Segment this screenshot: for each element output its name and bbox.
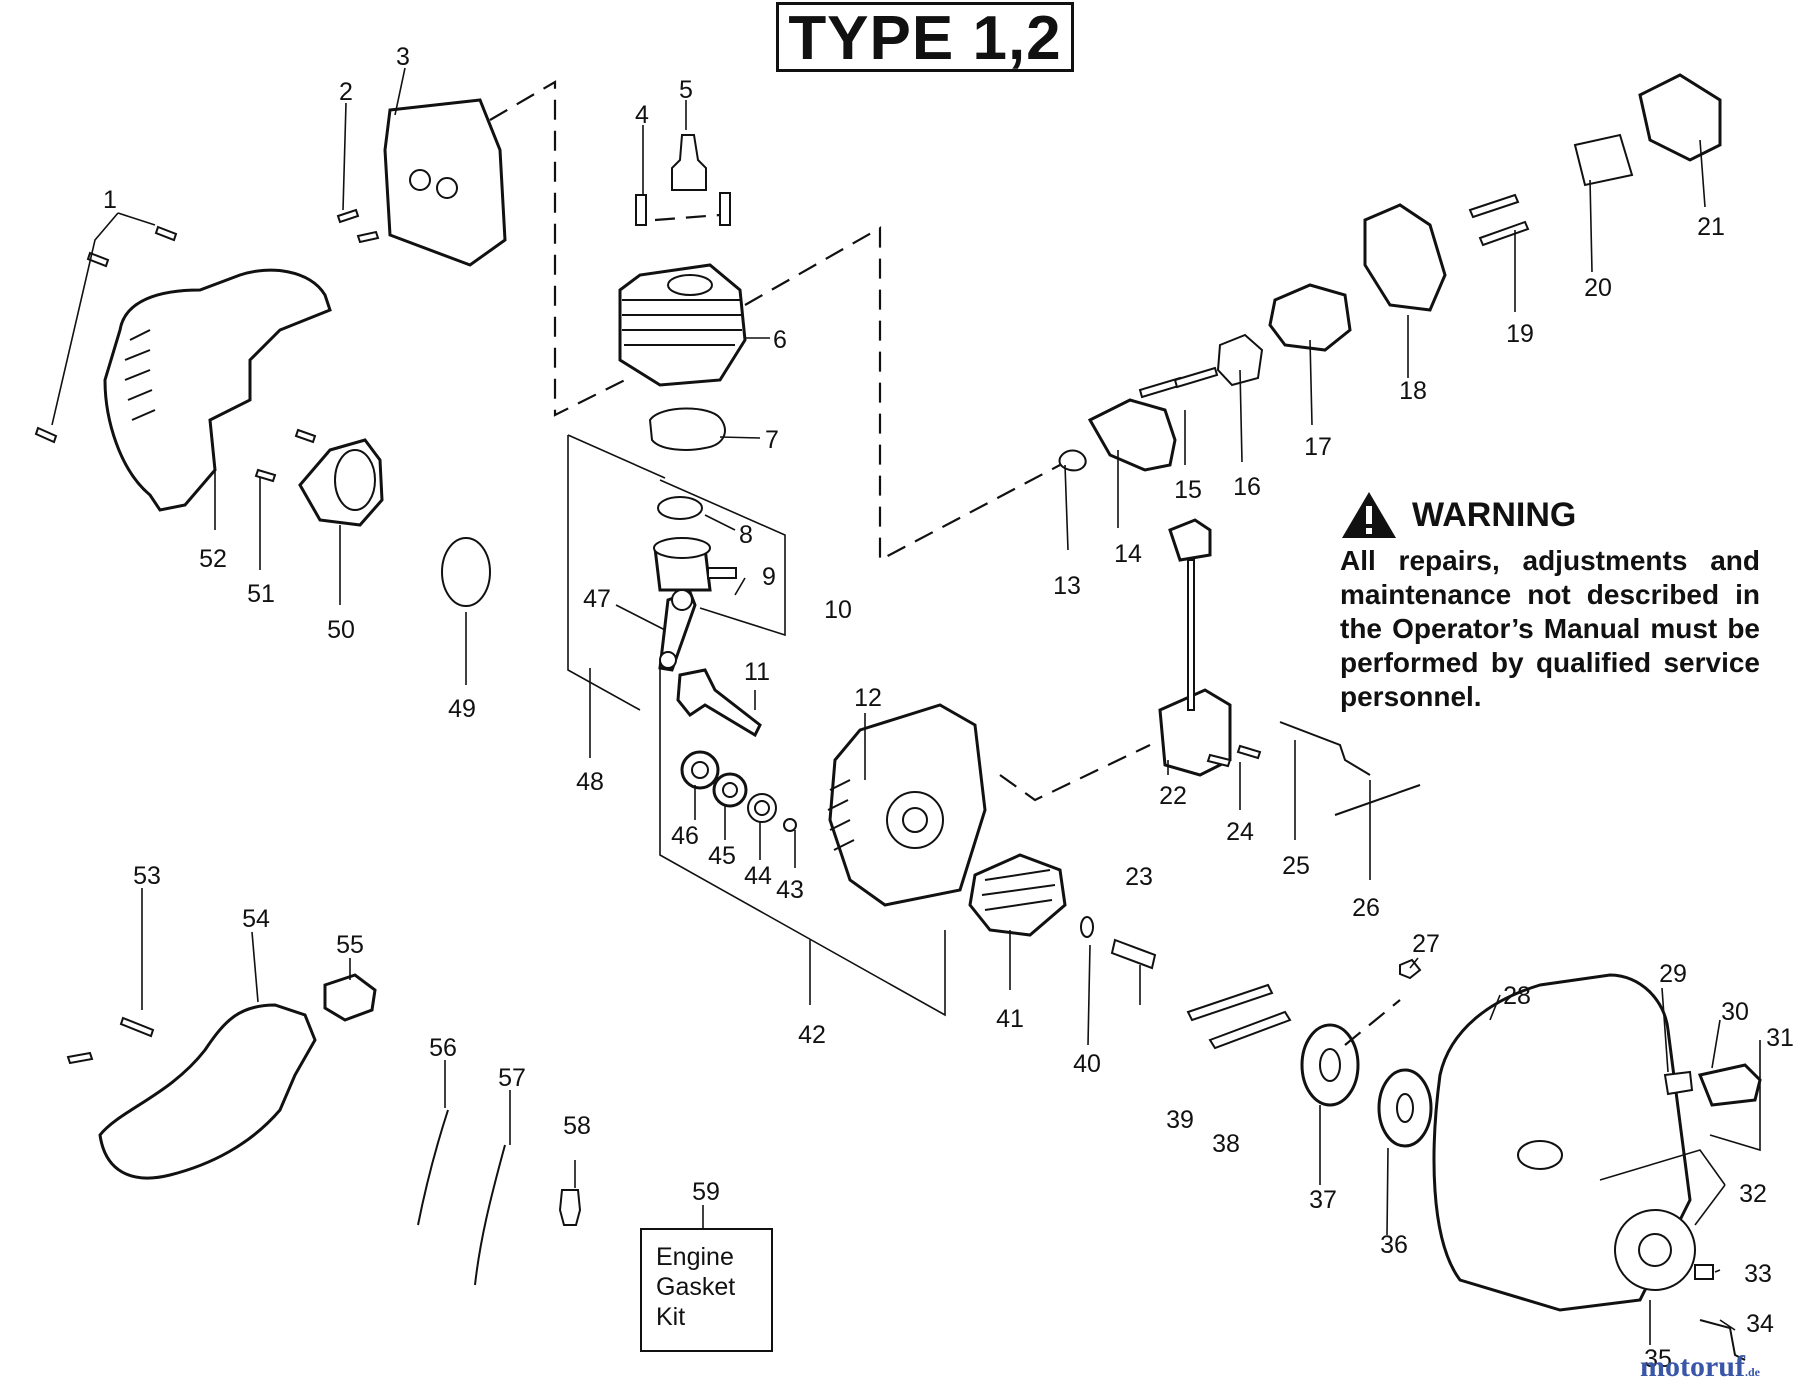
spark-plug-drawing <box>671 134 707 191</box>
warning-text: All repairs, adjustments and maintenance… <box>1340 545 1760 712</box>
warning-triangle-icon <box>1342 492 1396 538</box>
cylinder-gasket-drawing <box>648 407 726 451</box>
part-number-50: 50 <box>327 616 355 644</box>
part-number-39: 39 <box>1166 1106 1194 1134</box>
part-number-38: 38 <box>1212 1130 1240 1158</box>
type-title-box: TYPE 1,2 <box>776 2 1074 72</box>
part-number-14: 14 <box>1114 540 1142 568</box>
part-drawings <box>34 73 1762 1361</box>
part-number-52: 52 <box>199 545 227 573</box>
watermark-text: motoruf <box>1640 1350 1745 1383</box>
part-number-20: 20 <box>1584 274 1612 302</box>
watermark-suffix: .de <box>1744 1365 1760 1379</box>
part-number-44: 44 <box>744 862 772 890</box>
part-number-23: 23 <box>1125 863 1153 891</box>
air-box-drawing <box>1363 203 1447 312</box>
cylinder-drawing <box>618 263 747 387</box>
nut-drawing <box>323 973 377 1022</box>
crankshaft-drawing <box>676 668 762 738</box>
part-number-37: 37 <box>1309 1186 1337 1214</box>
part-number-59: 59 <box>692 1178 720 1206</box>
air-filter-drawing <box>1573 133 1634 187</box>
carb-gasket-drawing <box>1216 333 1264 387</box>
part-number-41: 41 <box>996 1005 1024 1033</box>
part-number-33: 33 <box>1744 1260 1772 1288</box>
kit-line-3: Kit <box>656 1303 686 1331</box>
part-number-48: 48 <box>576 768 604 796</box>
kit-line-1: Engine <box>656 1243 734 1271</box>
part-number-10: 10 <box>824 596 852 624</box>
part-number-13: 13 <box>1053 572 1081 600</box>
part-number-34: 34 <box>1746 1310 1774 1338</box>
warning-notice: WARNING All repairs, adjustments and mai… <box>1340 490 1760 714</box>
part-number-43: 43 <box>776 876 804 904</box>
part-number-19: 19 <box>1506 320 1534 348</box>
engine-gasket-kit-box: Engine Gasket Kit <box>640 1228 773 1352</box>
part-number-29: 29 <box>1659 960 1687 988</box>
fuel-line-56-drawing <box>417 1109 449 1226</box>
carburetor-drawing <box>1268 283 1352 352</box>
part-number-36: 36 <box>1380 1231 1408 1259</box>
filter-cover-drawing <box>1638 73 1722 162</box>
part-number-5: 5 <box>679 76 693 104</box>
part-number-32: 32 <box>1739 1180 1767 1208</box>
part-number-54: 54 <box>242 905 270 933</box>
part-number-2: 2 <box>339 78 353 106</box>
fuel-line-57-drawing <box>474 1144 506 1286</box>
part-number-18: 18 <box>1399 377 1427 405</box>
kit-line-2: Gasket <box>656 1273 736 1301</box>
part-number-53: 53 <box>133 862 161 890</box>
part-number-35: 35 <box>1644 1345 1672 1373</box>
part-number-31: 31 <box>1766 1024 1794 1052</box>
part-number-25: 25 <box>1282 852 1310 880</box>
part-number-30: 30 <box>1721 998 1749 1026</box>
warning-heading: WARNING <box>1412 495 1577 534</box>
part-number-7: 7 <box>765 426 779 454</box>
part-number-46: 46 <box>671 822 699 850</box>
engine-shroud-drawing <box>103 268 332 512</box>
grouping-brackets <box>567 434 946 1017</box>
part-number-4: 4 <box>635 101 649 129</box>
part-number-22: 22 <box>1159 782 1187 810</box>
part-number-55: 55 <box>336 931 364 959</box>
part-number-labels: 1 2 3 4 5 6 7 8 9 10 11 12 13 14 15 16 1… <box>103 43 1794 1373</box>
flywheel-drawing <box>968 853 1067 937</box>
part-number-9: 9 <box>762 563 776 591</box>
part-number-15: 15 <box>1174 476 1202 504</box>
part-number-58: 58 <box>563 1112 591 1140</box>
part-number-26: 26 <box>1352 894 1380 922</box>
part-number-47: 47 <box>583 585 611 613</box>
screws-1-drawing <box>34 225 178 444</box>
part-number-45: 45 <box>708 842 736 870</box>
part-number-24: 24 <box>1226 818 1254 846</box>
part-number-17: 17 <box>1304 433 1332 461</box>
part-number-42: 42 <box>798 1021 826 1049</box>
intake-manifold-drawing <box>1087 398 1177 472</box>
part-number-49: 49 <box>448 695 476 723</box>
fuel-filter-drawing <box>558 1189 582 1226</box>
part-number-56: 56 <box>429 1034 457 1062</box>
part-number-3: 3 <box>396 43 410 71</box>
part-number-57: 57 <box>498 1064 526 1092</box>
type-title: TYPE 1,2 <box>788 4 1062 73</box>
o-ring-drawing <box>441 537 491 607</box>
watermark: motoruf.de <box>1640 1350 1760 1384</box>
rope-handle-drawing <box>1697 1063 1762 1107</box>
part-number-27: 27 <box>1412 930 1440 958</box>
part-number-1: 1 <box>103 186 117 214</box>
part-number-21: 21 <box>1697 213 1725 241</box>
part-number-40: 40 <box>1073 1050 1101 1078</box>
part-number-12: 12 <box>854 684 882 712</box>
part-number-16: 16 <box>1233 473 1261 501</box>
leader-lines <box>51 67 1761 1345</box>
part-number-6: 6 <box>773 326 787 354</box>
guard-shield-drawing <box>98 1003 317 1180</box>
part-number-11: 11 <box>744 658 770 686</box>
warning-heading-row: WARNING <box>1340 490 1760 540</box>
dashed-connectors <box>489 80 1401 1046</box>
part-number-8: 8 <box>739 521 753 549</box>
part-number-51: 51 <box>247 580 275 608</box>
part-number-28: 28 <box>1503 982 1531 1010</box>
